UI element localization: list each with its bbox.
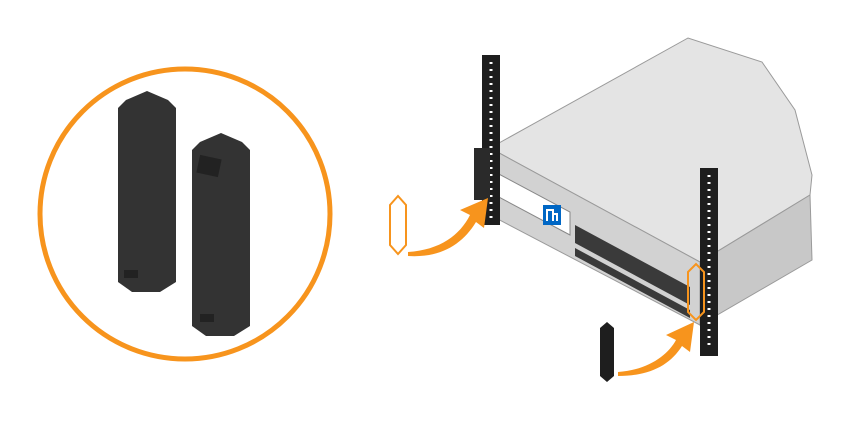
rack-rail-icon — [474, 55, 500, 225]
callout-circle — [37, 66, 333, 362]
install-arrow-icon — [618, 322, 694, 376]
mounting-bracket-icon — [118, 91, 176, 292]
install-arrow-icon — [408, 198, 488, 257]
mounting-bracket-icon — [600, 322, 614, 382]
server-chassis-icon — [488, 37, 813, 326]
bracket-outline-icon — [687, 262, 705, 322]
bracket-outline-icon — [389, 194, 407, 256]
vent-grille — [575, 225, 690, 318]
rack-rail-icon — [700, 168, 718, 356]
mounting-bracket-icon — [192, 133, 250, 336]
